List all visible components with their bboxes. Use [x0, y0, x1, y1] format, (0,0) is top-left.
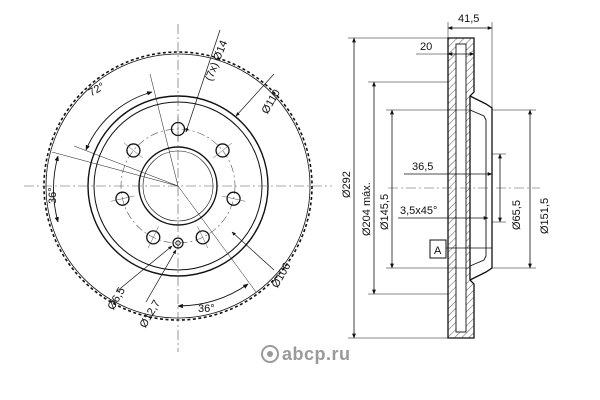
- dia-292-label: Ø292: [341, 171, 353, 198]
- hole-leader: [185, 29, 221, 133]
- angle-72-ext-line: [73, 145, 179, 187]
- dia-145-5-label: Ø145,5: [379, 194, 391, 230]
- bolt-hole: [195, 230, 210, 245]
- bolt-hole: [146, 230, 161, 245]
- dia-106-leader: [231, 231, 275, 271]
- bolt-hole-center-line: [221, 195, 246, 202]
- dia-151-5-label: Ø151,5: [539, 198, 551, 234]
- angle-72-arc: [85, 91, 153, 151]
- chamfer-label: 3,5x45°: [400, 205, 437, 217]
- locating-hole: [172, 237, 184, 249]
- locating-hole-inner: [175, 240, 181, 246]
- dia-110-leader: [235, 73, 275, 117]
- watermark: abcp.ru: [261, 344, 351, 364]
- datum-a-label: A: [434, 245, 442, 257]
- dia-106-label: Ø106: [270, 261, 294, 290]
- angle-36-left-ext-line: [51, 151, 179, 187]
- bolt-hole: [115, 191, 130, 206]
- angle-72-label: 72°: [87, 80, 107, 99]
- dim-20-label: 20: [420, 41, 432, 53]
- angle-36-bottom-arc: [177, 283, 249, 309]
- angle-36-left-arc: [53, 155, 59, 223]
- watermark-text: abcp.ru: [282, 344, 351, 364]
- bolt-hole-center-line: [147, 226, 159, 249]
- dim-41-5-label: 41,5: [458, 13, 479, 25]
- bolt-hole-center-line: [213, 142, 233, 159]
- bolt-hole-center-line: [197, 226, 209, 249]
- dia-12-7-leader: [145, 249, 177, 303]
- bolt-hole-center-line: [110, 195, 135, 202]
- bolt-hole: [226, 191, 241, 206]
- angle-36-bottom-label: 36°: [198, 303, 215, 315]
- datum-a-box: [429, 239, 447, 259]
- angle-36-left-label: 36°: [47, 187, 59, 204]
- dia-65-5-label: Ø65,5: [511, 200, 523, 230]
- front-view: 72° 36° 36° (7x) Ø14 Ø110 Ø106 Ø6,5 Ø12,…: [24, 24, 332, 352]
- dia-6-5-leader: [115, 245, 173, 293]
- hole-count-label: (7x) Ø14: [203, 39, 230, 83]
- angle-36-bottom-ext-line: [177, 185, 257, 293]
- bolt-hole: [215, 143, 230, 158]
- angle-72-ext-line: [149, 73, 179, 187]
- abcp-logo-icon: [261, 345, 279, 363]
- dim-36-5-label: 36,5: [412, 161, 433, 173]
- section-view: Ø292 Ø204 máx. Ø145,5 41,5 20 36,5 3,5x4…: [341, 13, 551, 339]
- dia-204-label: Ø204 máx.: [361, 182, 373, 236]
